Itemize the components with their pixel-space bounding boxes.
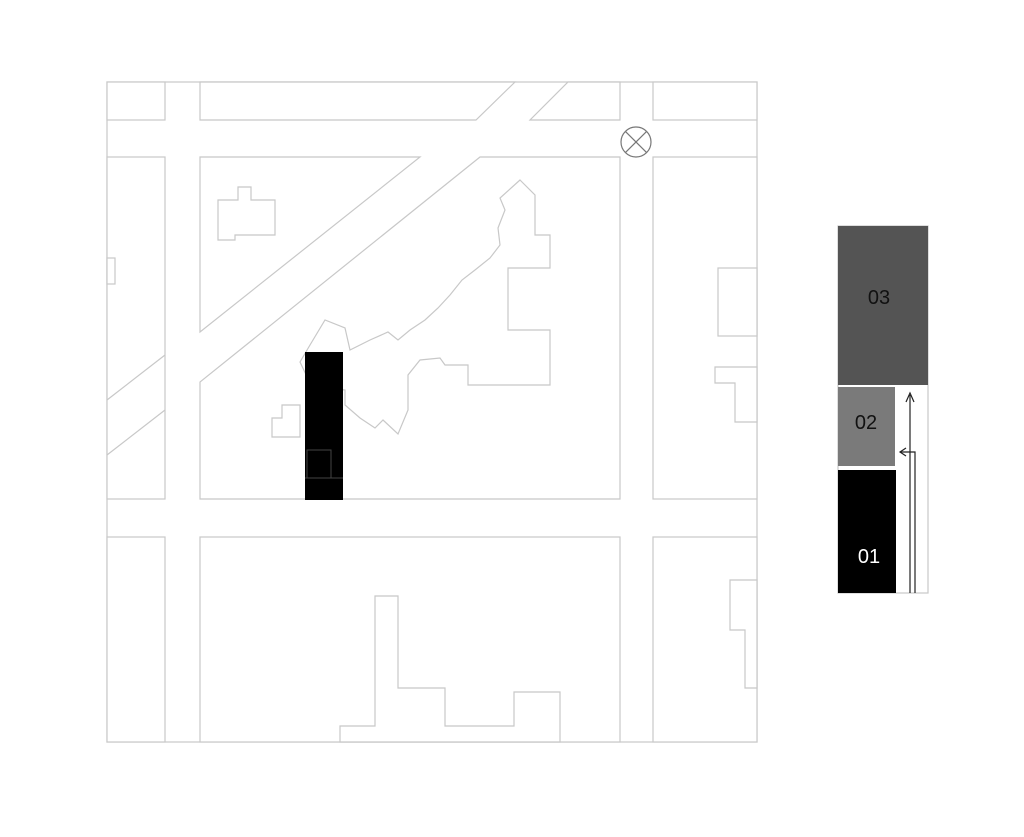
building-footprints [106,179,758,743]
building-footprint [217,186,276,241]
block [199,81,517,121]
building-footprint [714,366,758,423]
building-footprint [339,595,561,743]
block [106,536,166,743]
circulation-arrows [898,391,916,593]
block [652,536,758,743]
project-building [305,352,343,500]
zone-01-label: 01 [858,546,880,568]
block [528,81,621,121]
zone-diagram: 03 02 01 [837,225,929,594]
building-footprint [717,267,758,337]
block [106,81,166,121]
zone-03-block [838,226,928,385]
site-map [106,81,758,743]
zone-02-label: 02 [855,412,877,434]
crossed-circle-icon [620,126,652,158]
left-arrow-line [900,451,916,593]
zone-01-block [838,470,896,593]
avenue-edge [106,354,166,401]
left-arrow-icon [898,447,907,457]
up-arrow-icon [905,391,915,403]
zone-02-block [838,387,895,466]
city-blocks [106,81,758,743]
block [106,156,166,500]
building-footprint [271,404,301,438]
avenue-edge [106,409,166,456]
building-footprint [106,257,116,285]
building-footprint [729,579,758,689]
zone-03-label: 03 [868,287,890,309]
project-building-mass [305,352,343,500]
block [652,81,758,121]
